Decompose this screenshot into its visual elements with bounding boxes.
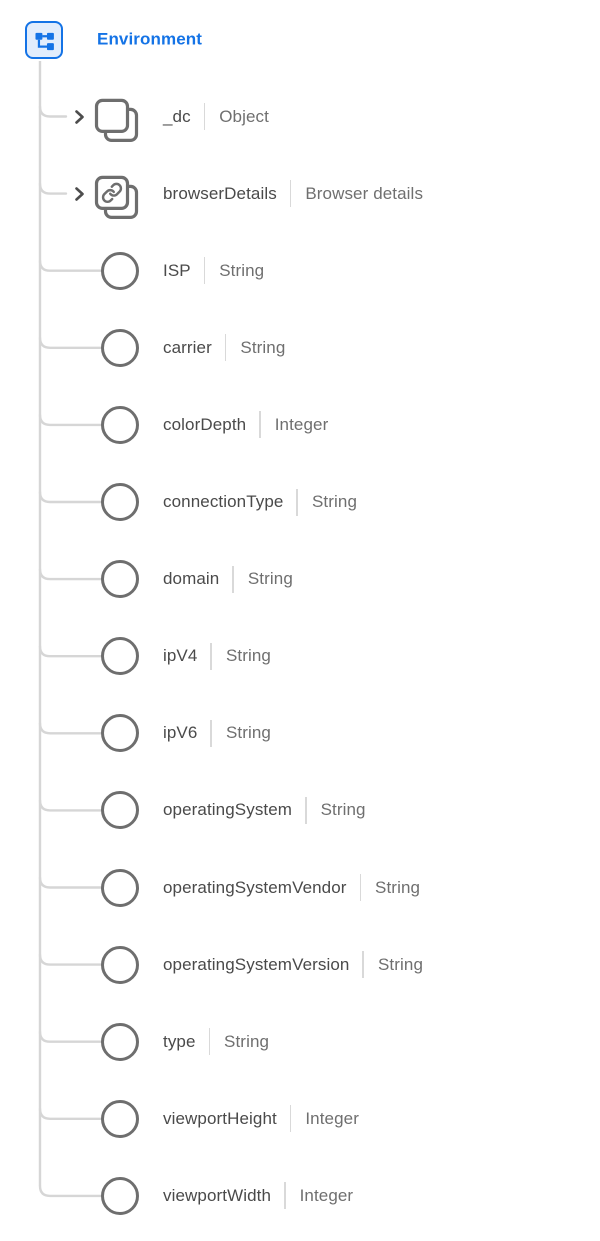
field-type: String [247, 569, 293, 589]
field-divider [289, 180, 292, 208]
field-type: String [311, 492, 357, 511]
schema-icon [25, 21, 63, 59]
field-text-group: viewportHeight Integer [163, 1105, 359, 1133]
field-divider [259, 411, 261, 439]
field-name: operatingSystem [163, 800, 293, 820]
object-icon [94, 98, 139, 142]
field-row-ISP[interactable]: ISP String [0, 247, 600, 295]
field-name: ipV4 [163, 646, 198, 666]
field-row-operatingSystemVersion[interactable]: operatingSystemVersion String [0, 941, 600, 989]
field-name: carrier [163, 337, 212, 357]
field-divider [210, 642, 212, 670]
field-divider [289, 1105, 292, 1133]
field-name: _dc [163, 106, 191, 126]
field-circle-icon [101, 560, 139, 599]
chevron-right-icon[interactable] [74, 186, 85, 202]
field-divider [203, 103, 206, 130]
field-text-group: domain String [163, 565, 293, 593]
field-circle-icon [101, 714, 139, 753]
field-text-group: carrier String [163, 334, 286, 362]
field-text-group: browserDetails Browser details [163, 180, 424, 208]
field-type: Integer [305, 1108, 359, 1128]
field-name: viewportWidth [163, 1185, 272, 1205]
field-text-group: ipV4 String [163, 642, 271, 670]
field-name: type [163, 1031, 196, 1051]
field-name: connectionType [163, 492, 284, 511]
field-name: ISP [163, 260, 191, 280]
field-type: Browser details [305, 183, 424, 203]
field-row-domain[interactable]: domain String [0, 555, 600, 603]
field-type: String [219, 260, 265, 280]
field-divider [359, 874, 362, 901]
field-row-viewportWidth[interactable]: viewportWidth Integer [0, 1172, 600, 1220]
field-circle-icon [101, 945, 139, 984]
field-divider [208, 1028, 211, 1056]
field-row-colorDepth[interactable]: colorDepth Integer [0, 401, 600, 449]
field-name: browserDetails [163, 183, 277, 203]
field-type: Object [219, 106, 269, 126]
field-text-group: operatingSystemVendor String [163, 874, 420, 901]
field-text-group: ISP String [163, 257, 265, 285]
field-type: String [224, 1031, 270, 1051]
field-divider [232, 565, 234, 593]
field-text-group: operatingSystem String [163, 796, 366, 824]
field-name: ipV6 [163, 723, 198, 743]
field-type: String [225, 646, 271, 666]
field-circle-icon [101, 1099, 139, 1138]
field-circle-icon [101, 1022, 139, 1061]
field-divider [203, 257, 206, 285]
field-divider [284, 1182, 286, 1210]
field-text-group: ipV6 String [163, 719, 271, 747]
schema-root-title[interactable]: Environment [97, 29, 203, 49]
field-type: Integer [274, 414, 329, 434]
field-divider [210, 719, 212, 747]
field-circle-icon [101, 1176, 139, 1215]
reference-icon [94, 175, 139, 219]
field-text-group: colorDepth Integer [163, 411, 329, 439]
field-row-_dc[interactable]: _dc Object [0, 93, 600, 142]
field-row-ipV6[interactable]: ipV6 String [0, 709, 600, 757]
field-name: operatingSystemVendor [163, 877, 347, 897]
field-row-browserDetails[interactable]: browserDetails Browser details [0, 170, 600, 219]
field-type: String [375, 877, 421, 897]
field-name: operatingSystemVersion [163, 954, 350, 974]
field-text-group: connectionType String [163, 488, 357, 516]
field-name: colorDepth [163, 414, 247, 434]
field-row-operatingSystemVendor[interactable]: operatingSystemVendor String [0, 864, 600, 912]
field-divider [362, 951, 364, 979]
field-text-group: operatingSystemVersion String [163, 951, 423, 979]
chevron-right-icon[interactable] [74, 109, 85, 125]
field-type: String [225, 723, 271, 743]
field-text-group: _dc Object [163, 103, 269, 130]
field-circle-icon [101, 328, 139, 367]
field-row-ipV4[interactable]: ipV4 String [0, 632, 600, 680]
field-type: String [240, 337, 286, 357]
field-row-carrier[interactable]: carrier String [0, 324, 600, 372]
field-row-connectionType[interactable]: connectionType String [0, 478, 600, 526]
field-row-operatingSystem[interactable]: operatingSystem String [0, 786, 600, 834]
field-text-group: viewportWidth Integer [163, 1182, 354, 1210]
field-divider [224, 334, 227, 362]
field-type: String [377, 954, 423, 974]
field-circle-icon [101, 251, 139, 290]
field-circle-icon [101, 791, 139, 830]
field-type: Integer [299, 1185, 354, 1205]
field-circle-icon [101, 483, 139, 521]
field-circle-icon [101, 868, 139, 907]
field-circle-icon [101, 637, 139, 676]
field-circle-icon [101, 405, 139, 444]
schema-root-row[interactable]: Environment [0, 13, 600, 67]
field-divider [305, 796, 307, 824]
field-type: String [320, 800, 366, 820]
field-name: domain [163, 569, 220, 589]
field-name: viewportHeight [163, 1108, 277, 1128]
field-row-type[interactable]: type String [0, 1018, 600, 1066]
field-divider [296, 488, 298, 516]
field-row-viewportHeight[interactable]: viewportHeight Integer [0, 1095, 600, 1143]
field-text-group: type String [163, 1028, 270, 1056]
